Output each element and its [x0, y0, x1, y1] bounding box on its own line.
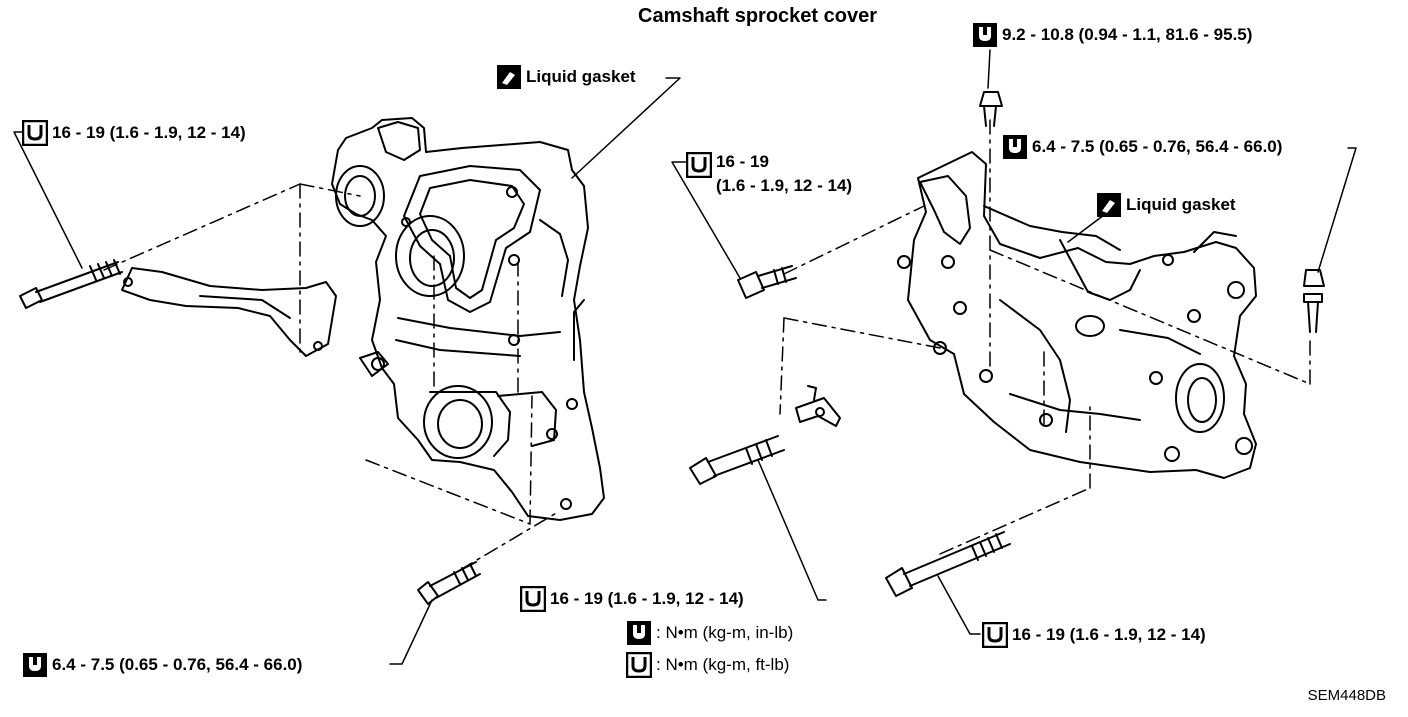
torque-label-right-lower-bolt: 16 - 19 (1.6 - 1.9, 12 - 14) [982, 622, 1206, 648]
torque-value: 6.4 - 7.5 (0.65 - 0.76, 56.4 - 66.0) [1032, 137, 1283, 156]
legend-ft-lb: : N•m (kg-m, ft-lb) [626, 652, 789, 678]
torque-value-line1: 16 - 19 [716, 152, 769, 171]
legend-in-lb-text: : N•m (kg-m, in-lb) [656, 623, 794, 642]
legend-in-lb: : N•m (kg-m, in-lb) [626, 620, 793, 646]
camshaft-cover-title: Camshaft sprocket cover [638, 5, 877, 27]
alignment-lines-left [103, 183, 559, 571]
front-cover-left [121, 117, 605, 521]
torque-value: 16 - 19 (1.6 - 1.9, 12 - 14) [52, 123, 246, 142]
liquid-gasket-text: Liquid gasket [1126, 195, 1236, 214]
torque-value: 6.4 - 7.5 (0.65 - 0.76, 56.4 - 66.0) [52, 655, 303, 674]
wrench-socket-icon [1002, 134, 1028, 160]
figure-code: SEM448DB [1307, 687, 1386, 704]
wrench-icon [982, 622, 1008, 648]
bolt-left-upper [19, 259, 123, 309]
torque-label-left-lower-bolt: 6.4 - 7.5 (0.65 - 0.76, 56.4 - 66.0) [22, 652, 302, 678]
wrench-socket-icon [972, 22, 998, 48]
liquid-gasket-text: Liquid gasket [526, 67, 636, 86]
leader-lines [13, 49, 1357, 665]
bolt-right-upper [737, 265, 797, 299]
wrench-icon [626, 652, 652, 678]
wrench-socket-icon [22, 652, 48, 678]
wrench-icon [686, 152, 712, 178]
bolt-top-vertical [979, 91, 1003, 127]
torque-value: 9.2 - 10.8 (0.94 - 1.1, 81.6 - 95.5) [1002, 25, 1253, 44]
legend-ft-lb-text: : N•m (kg-m, ft-lb) [656, 655, 790, 674]
bolt-right-middle [689, 385, 841, 485]
bolt-right-vertical [1303, 269, 1325, 333]
liquid-gasket-icon [1096, 192, 1122, 218]
camshaft-cover-right [897, 151, 1257, 479]
liquid-gasket-icon [496, 64, 522, 90]
torque-value: 16 - 19 (1.6 - 1.9, 12 - 14) [1012, 625, 1206, 644]
bolt-right-lower [885, 531, 1011, 597]
wrench-icon [520, 586, 546, 612]
bolt-left-lower [417, 561, 481, 605]
torque-label-camshaft-bolt: 9.2 - 10.8 (0.94 - 1.1, 81.6 - 95.5) [972, 22, 1252, 48]
torque-value-line2: (1.6 - 1.9, 12 - 14) [716, 176, 853, 195]
alignment-lines-right [779, 119, 1311, 555]
wrench-socket-icon [626, 620, 652, 646]
torque-label-right-upper-small-bolt: 6.4 - 7.5 (0.65 - 0.76, 56.4 - 66.0) [1002, 134, 1282, 160]
wrench-icon [22, 120, 48, 146]
liquid-gasket-label-left: Liquid gasket [496, 64, 636, 90]
torque-value: 16 - 19 (1.6 - 1.9, 12 - 14) [550, 589, 744, 608]
liquid-gasket-label-right: Liquid gasket [1096, 192, 1236, 218]
torque-label-right-middle-bolt: 16 - 19 (1.6 - 1.9, 12 - 14) [520, 586, 744, 612]
torque-label-left-upper-bolt: 16 - 19 (1.6 - 1.9, 12 - 14) [22, 120, 246, 146]
torque-label-right-upper-bolt: 16 - 19 (1.6 - 1.9, 12 - 14) [686, 152, 852, 196]
